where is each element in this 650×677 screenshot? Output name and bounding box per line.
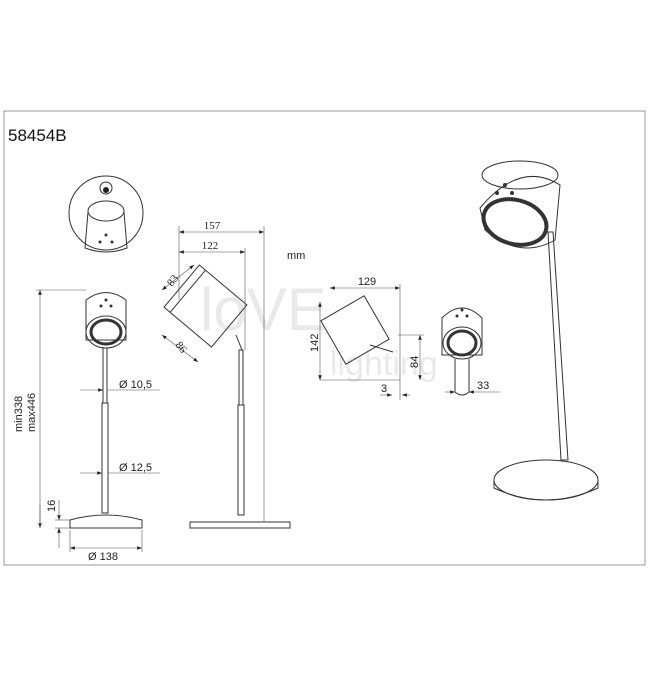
dim-height-min: min338 [13, 396, 25, 432]
dim-base-diameter: Ø 138 [88, 551, 118, 563]
dim-joint-height: 84 [409, 356, 421, 368]
watermark-logo: loVE lighting [200, 276, 438, 383]
dim-side-height: 142 [309, 334, 321, 352]
dim-stem-top-diameter: Ø 10,5 [119, 379, 152, 391]
svg-text:loVE: loVE [200, 276, 327, 343]
dim-height-max: max446 [26, 393, 38, 432]
drawing-frame [3, 110, 646, 566]
unit-label: mm [287, 250, 305, 262]
top-view [68, 175, 144, 253]
dim-offset: 3 [381, 383, 387, 395]
dim-base-height: 16 [46, 500, 58, 512]
dim-stem-bottom-diameter: Ø 12,5 [119, 462, 152, 474]
dim-side-width: 129 [358, 276, 376, 288]
head-side-view [318, 284, 424, 400]
side-view-tilted [161, 226, 291, 529]
dim-width-total: 157 [204, 220, 221, 232]
head-back-view [441, 307, 500, 396]
model-number: 58454B [8, 126, 67, 145]
front-view [36, 289, 160, 552]
dim-back-depth: 33 [477, 380, 489, 392]
perspective-view [479, 160, 599, 501]
dim-width-head: 122 [202, 240, 219, 252]
